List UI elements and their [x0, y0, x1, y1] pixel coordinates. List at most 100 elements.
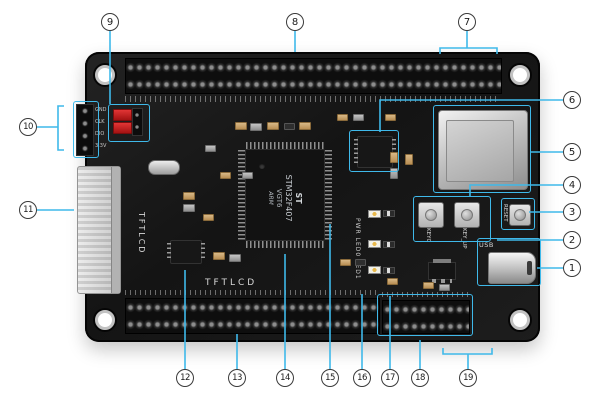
highlight-flash-chip	[349, 130, 399, 172]
callout-14: 14	[276, 369, 294, 387]
smd-component	[355, 259, 366, 266]
callout-12: 12	[176, 369, 194, 387]
mcu-body	[245, 149, 325, 241]
chip-pins	[354, 139, 358, 165]
pwr-led	[368, 210, 381, 218]
callout-15: 15	[321, 369, 339, 387]
mounting-hole	[510, 310, 530, 330]
mcu-markings: ST STM32F407 VGT6 ARM	[267, 153, 303, 243]
smd-component	[242, 172, 253, 179]
led1	[368, 266, 381, 274]
mounting-hole	[95, 65, 115, 85]
smd-component	[390, 152, 398, 163]
smd-component	[353, 114, 364, 121]
callout-17: 17	[381, 369, 399, 387]
top-silkscreen-labels	[125, 96, 500, 102]
callout-3: 3	[563, 203, 581, 221]
callout-19: 19	[459, 369, 477, 387]
callout-16: 16	[353, 369, 371, 387]
led-resistor	[383, 267, 395, 274]
smd-component	[213, 252, 225, 260]
highlight-usb	[477, 238, 541, 286]
callout-11: 11	[19, 201, 37, 219]
button-cap	[461, 209, 473, 221]
smd-component	[385, 114, 396, 121]
mcu-pins	[238, 150, 245, 240]
mcu-part-number: STM32F407	[284, 174, 294, 222]
highlight-sd-slot	[433, 105, 531, 193]
tftlcd-fpc-connector	[77, 166, 121, 294]
bottom-pin-header	[125, 298, 380, 334]
boot-jumper	[113, 122, 132, 134]
button-cap	[425, 209, 437, 221]
smd-component	[284, 123, 295, 130]
highlight-keys	[413, 196, 491, 242]
pcb-board: GND CLK DIO 3.3V TFTLCD ST STM32F407	[73, 52, 541, 342]
top-pin-header	[125, 58, 502, 94]
led-resistor	[383, 210, 395, 217]
usb-label: USB	[479, 241, 494, 249]
mcu-pin1-dot	[259, 163, 265, 169]
callout-1: 1	[563, 259, 581, 277]
eeprom-chip	[167, 240, 205, 264]
voltage-regulator	[428, 259, 456, 283]
smd-component	[340, 259, 351, 266]
smd-component	[299, 122, 311, 130]
mcu-pins	[246, 142, 324, 149]
highlight-swd-header	[73, 101, 99, 158]
highlight-aux-header	[377, 294, 473, 336]
callout-5: 5	[563, 143, 581, 161]
swd-debug-header	[76, 104, 94, 156]
regulator-tab	[433, 259, 451, 263]
swd-pin-label: 3.3V	[95, 143, 107, 149]
smd-component	[183, 192, 195, 200]
callout-13: 13	[228, 369, 246, 387]
led0	[368, 240, 381, 248]
key0-label: KEY0	[425, 228, 431, 242]
micro-usb-connector	[488, 252, 536, 284]
mcu-brand: ST	[294, 192, 304, 204]
boot-jumper	[113, 109, 132, 121]
led-resistor	[383, 241, 395, 248]
smd-component	[250, 123, 262, 131]
smd-component	[229, 254, 241, 262]
smd-component	[183, 204, 195, 212]
key0-button	[418, 202, 444, 228]
swd-pin-label: GND	[95, 107, 107, 113]
callout-9: 9	[101, 13, 119, 31]
chip-pins	[201, 243, 205, 261]
callout-10: 10	[19, 118, 37, 136]
callout-8: 8	[286, 13, 304, 31]
tftlcd-bottom-label: TFTLCD	[205, 278, 258, 288]
smd-component	[205, 145, 216, 152]
highlight-reset	[501, 198, 535, 230]
key-up-label: KEY_UP	[461, 228, 467, 249]
smd-component	[235, 122, 247, 130]
mcu-pins	[246, 241, 324, 248]
fpc-latch	[111, 167, 120, 293]
smd-component	[337, 114, 348, 121]
mcu-core-marking: ARM	[267, 191, 275, 205]
mcu-part-suffix: VGT6	[275, 188, 284, 208]
chip-pins	[167, 243, 171, 261]
aux-pin-header	[382, 300, 470, 334]
crystal-oscillator	[148, 160, 180, 175]
callout-4: 4	[563, 176, 581, 194]
bottom-silkscreen-labels	[125, 290, 378, 295]
reset-label: RESET	[502, 204, 508, 222]
reset-button	[509, 204, 531, 226]
smd-component	[203, 214, 214, 221]
callout-18: 18	[411, 369, 429, 387]
regulator-legs	[432, 279, 452, 283]
callout-2: 2	[563, 231, 581, 249]
callout-7: 7	[458, 13, 476, 31]
callout-6: 6	[563, 91, 581, 109]
smd-component	[387, 278, 398, 285]
jumper-pin-block	[132, 108, 143, 136]
swd-pin-label: DIO	[95, 131, 105, 137]
smd-component	[390, 168, 398, 179]
mounting-hole	[95, 310, 115, 330]
highlight-boot-jumpers	[108, 104, 150, 142]
usb-slot	[527, 261, 532, 275]
smd-component	[220, 172, 231, 179]
